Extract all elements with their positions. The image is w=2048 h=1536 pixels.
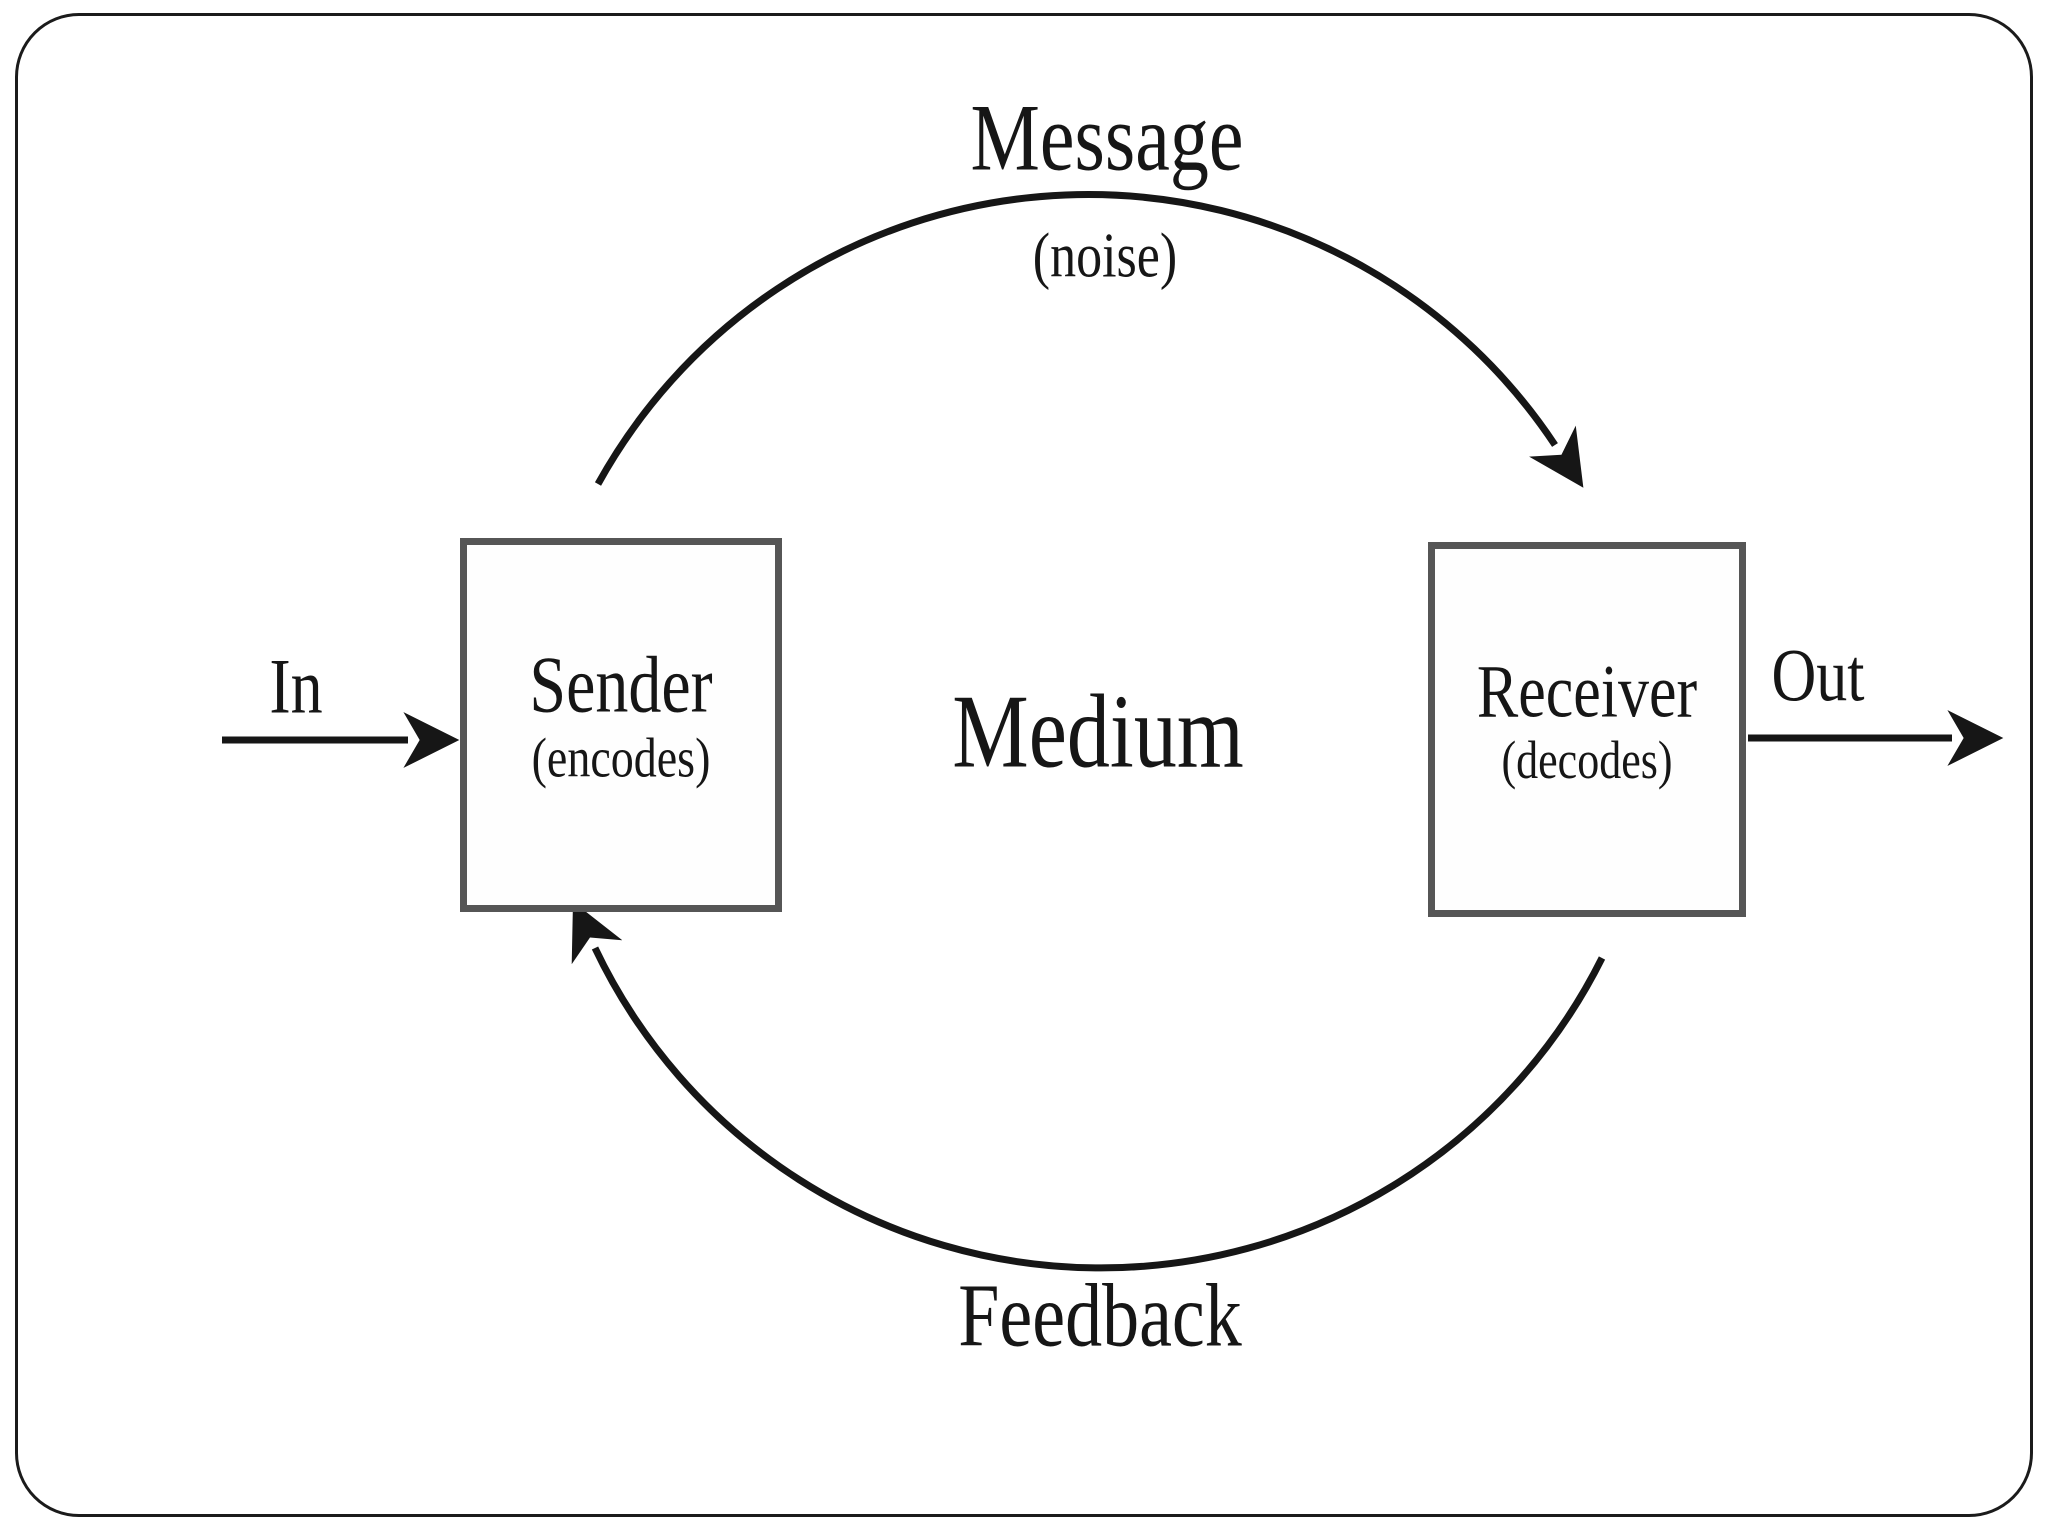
message-arc (594, 191, 1584, 488)
noise-label: (noise) (1032, 221, 1178, 292)
receiver-box: Receiver (decodes) (1428, 542, 1746, 917)
feedback-arc (571, 901, 1606, 1272)
receiver-box-text: Receiver (decodes) (1477, 654, 1697, 787)
message-label: Message (970, 84, 1244, 191)
receiver-label: Receiver (1476, 650, 1698, 733)
sender-box-text: Sender (encodes) (529, 645, 712, 785)
sender-sublabel: (encodes) (531, 726, 711, 789)
rounded-frame (15, 13, 2033, 1517)
feedback-label: Feedback (958, 1265, 1242, 1367)
sender-box: Sender (encodes) (460, 538, 782, 912)
sender-label: Sender (529, 640, 713, 730)
receiver-sublabel: (decodes) (1501, 730, 1673, 790)
medium-label: Medium (952, 672, 1244, 790)
in-label: In (269, 643, 323, 730)
out-label: Out (1771, 634, 1865, 718)
